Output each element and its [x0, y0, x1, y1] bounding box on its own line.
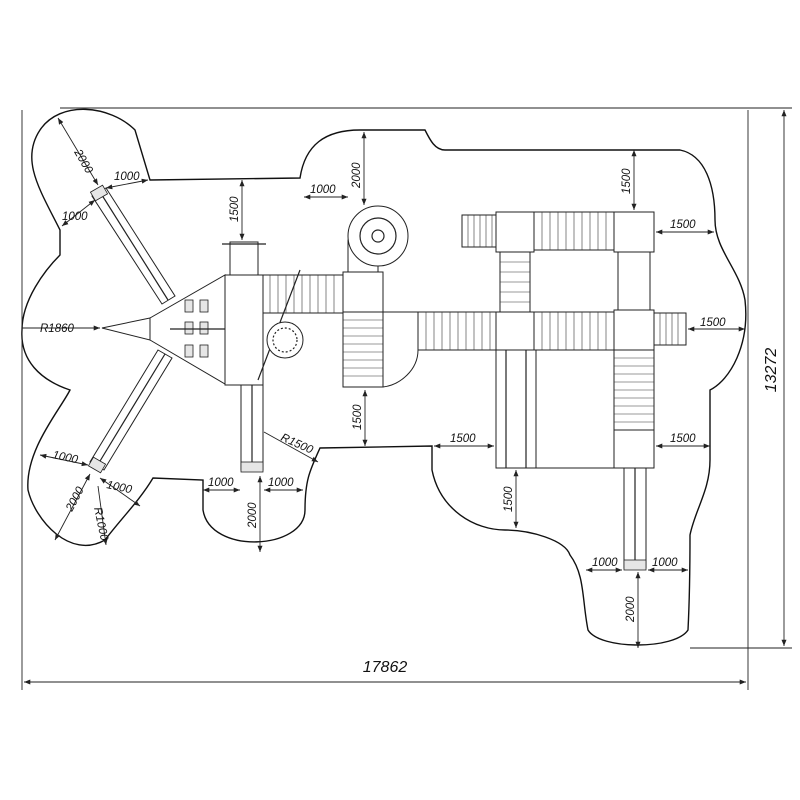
dim-mid-right: 1500	[670, 433, 696, 445]
curved-platform	[382, 311, 419, 388]
tower-7	[613, 429, 655, 469]
dimension-lines	[21, 107, 792, 690]
tower-1	[224, 274, 264, 386]
dim-sw-bottom: 2000	[64, 485, 87, 515]
connector-right	[617, 251, 651, 313]
tower-3	[495, 311, 535, 351]
dimension-labels: 17862 13272 2000 1000 1000 1500 1000 200…	[40, 147, 780, 676]
dim-n-slide-1000: 1000	[310, 184, 336, 196]
dim-ne-top: 1500	[621, 168, 633, 194]
bridge-3	[417, 311, 497, 351]
tower-1-roof	[229, 241, 259, 276]
se-slide	[623, 467, 647, 571]
tower-4	[495, 211, 535, 253]
dim-nw-slide-side-right: 1000	[114, 171, 140, 183]
dim-se-left: 1000	[592, 557, 618, 569]
safety-zone-outline	[21, 108, 747, 646]
dim-bottom-gap: 1500	[352, 404, 364, 430]
ladder	[499, 251, 531, 313]
net-right	[653, 312, 687, 346]
stairs-right	[613, 349, 655, 431]
bow-platform	[101, 317, 151, 341]
dim-tower-top: 1500	[229, 196, 241, 222]
spiral-slide	[347, 205, 409, 267]
dim-mid-left: 1500	[450, 433, 476, 445]
tower-6	[613, 309, 655, 351]
tower-2	[342, 271, 384, 313]
dim-sw-left: 1000	[51, 449, 79, 466]
nw-slide	[89, 184, 176, 305]
deck-panels	[170, 299, 225, 358]
dim-nw-slide-side-left: 1000	[62, 211, 88, 223]
dim-nw-slide-top: 2000	[71, 147, 95, 177]
dim-sw-right: 1000	[105, 479, 133, 496]
playground-equipment	[87, 184, 687, 571]
dim-ne-right: 1500	[670, 219, 696, 231]
bridge-2	[342, 311, 384, 388]
climbing-wheel	[266, 321, 304, 359]
bridge-top	[533, 211, 615, 251]
dim-s-left: 1000	[208, 477, 234, 489]
dim-sw-radius: R1000	[91, 506, 110, 542]
bridge-1	[257, 269, 344, 381]
dim-e-right: 1500	[700, 317, 726, 329]
dim-s-bottom: 2000	[247, 502, 259, 529]
dim-radius-left: R1860	[40, 323, 74, 335]
dim-mid-bottom: 1500	[503, 486, 515, 512]
bridge-mid	[533, 311, 615, 351]
s-slide	[240, 384, 264, 473]
dim-se-right: 1000	[652, 557, 678, 569]
dim-radius-bottom: R1500	[279, 432, 315, 457]
sw-slide	[87, 349, 173, 474]
overall-width-label: 17862	[363, 659, 408, 676]
dim-s-right: 1000	[268, 477, 294, 489]
dim-se-bottom: 2000	[625, 596, 637, 623]
wide-slide	[495, 349, 615, 469]
dim-n-slide-2000: 2000	[351, 162, 363, 189]
net-top-left	[461, 214, 497, 248]
tower-5	[613, 211, 655, 253]
overall-height-label: 13272	[763, 348, 780, 393]
